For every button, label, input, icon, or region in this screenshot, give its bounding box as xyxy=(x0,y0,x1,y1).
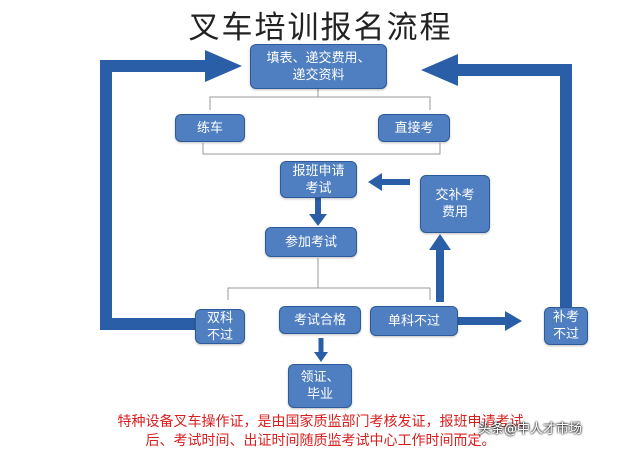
both-fail-line2: 不过 xyxy=(206,327,233,343)
certificate-box: 领证、 毕业 xyxy=(288,364,352,408)
class-application-box: 报班申请 考试 xyxy=(280,161,357,198)
footer-note-line2: 后、考试时间、出证时间随质监考试中心工作时间而定。 xyxy=(145,433,496,449)
apply-form-line2: 递交资料 xyxy=(292,67,345,83)
practice-label: 练车 xyxy=(196,120,223,136)
loop-left-arrow xyxy=(100,60,205,330)
loop-right-arrow xyxy=(458,64,572,307)
pay-retake-fee-box: 交补考 费用 xyxy=(420,175,490,233)
certificate-line2: 毕业 xyxy=(306,387,333,402)
bracket-mid xyxy=(202,143,441,155)
apply-form-box: 填表、递交费用、 递交资料 xyxy=(250,44,387,89)
both-fail-box: 双科 不过 xyxy=(195,309,245,344)
class-application-line2: 考试 xyxy=(305,180,332,196)
single-fail-label: 单科不过 xyxy=(387,313,440,329)
retake-fail-box: 补考 不过 xyxy=(544,307,588,345)
loop-right-arrowhead xyxy=(421,54,458,86)
certificate-line1: 领证、 xyxy=(300,370,340,385)
direct-exam-box: 直接考 xyxy=(378,114,450,142)
class-application-line1: 报班申请 xyxy=(292,163,345,179)
both-fail-line1: 双科 xyxy=(206,310,233,326)
attend-exam-box: 参加考试 xyxy=(265,227,357,257)
page-title: 叉车培训报名流程 xyxy=(188,10,453,46)
apply-form-line1: 填表、递交费用、 xyxy=(266,50,371,66)
bracket-top xyxy=(209,96,431,110)
exam-pass-label: 考试合格 xyxy=(293,312,346,328)
loop-left-arrowhead xyxy=(205,50,242,82)
pay-retake-fee-line2: 费用 xyxy=(441,205,468,220)
pay-retake-fee-line1: 交补考 xyxy=(435,188,475,203)
bracket-bottom xyxy=(227,287,431,300)
practice-box: 练车 xyxy=(175,114,245,142)
footer-note-line1: 特种设备叉车操作证，是由国家质监部门考核发证，报班申请考试 xyxy=(117,414,524,430)
attend-exam-label: 参加考试 xyxy=(284,234,337,250)
direct-exam-label: 直接考 xyxy=(394,120,434,136)
retake-fail-line1: 补考 xyxy=(552,310,579,325)
exam-pass-box: 考试合格 xyxy=(279,306,361,334)
watermark: 头条@中人才市场 xyxy=(478,422,583,437)
single-fail-box: 单科不过 xyxy=(370,306,458,336)
retake-fail-line2: 不过 xyxy=(552,327,579,342)
